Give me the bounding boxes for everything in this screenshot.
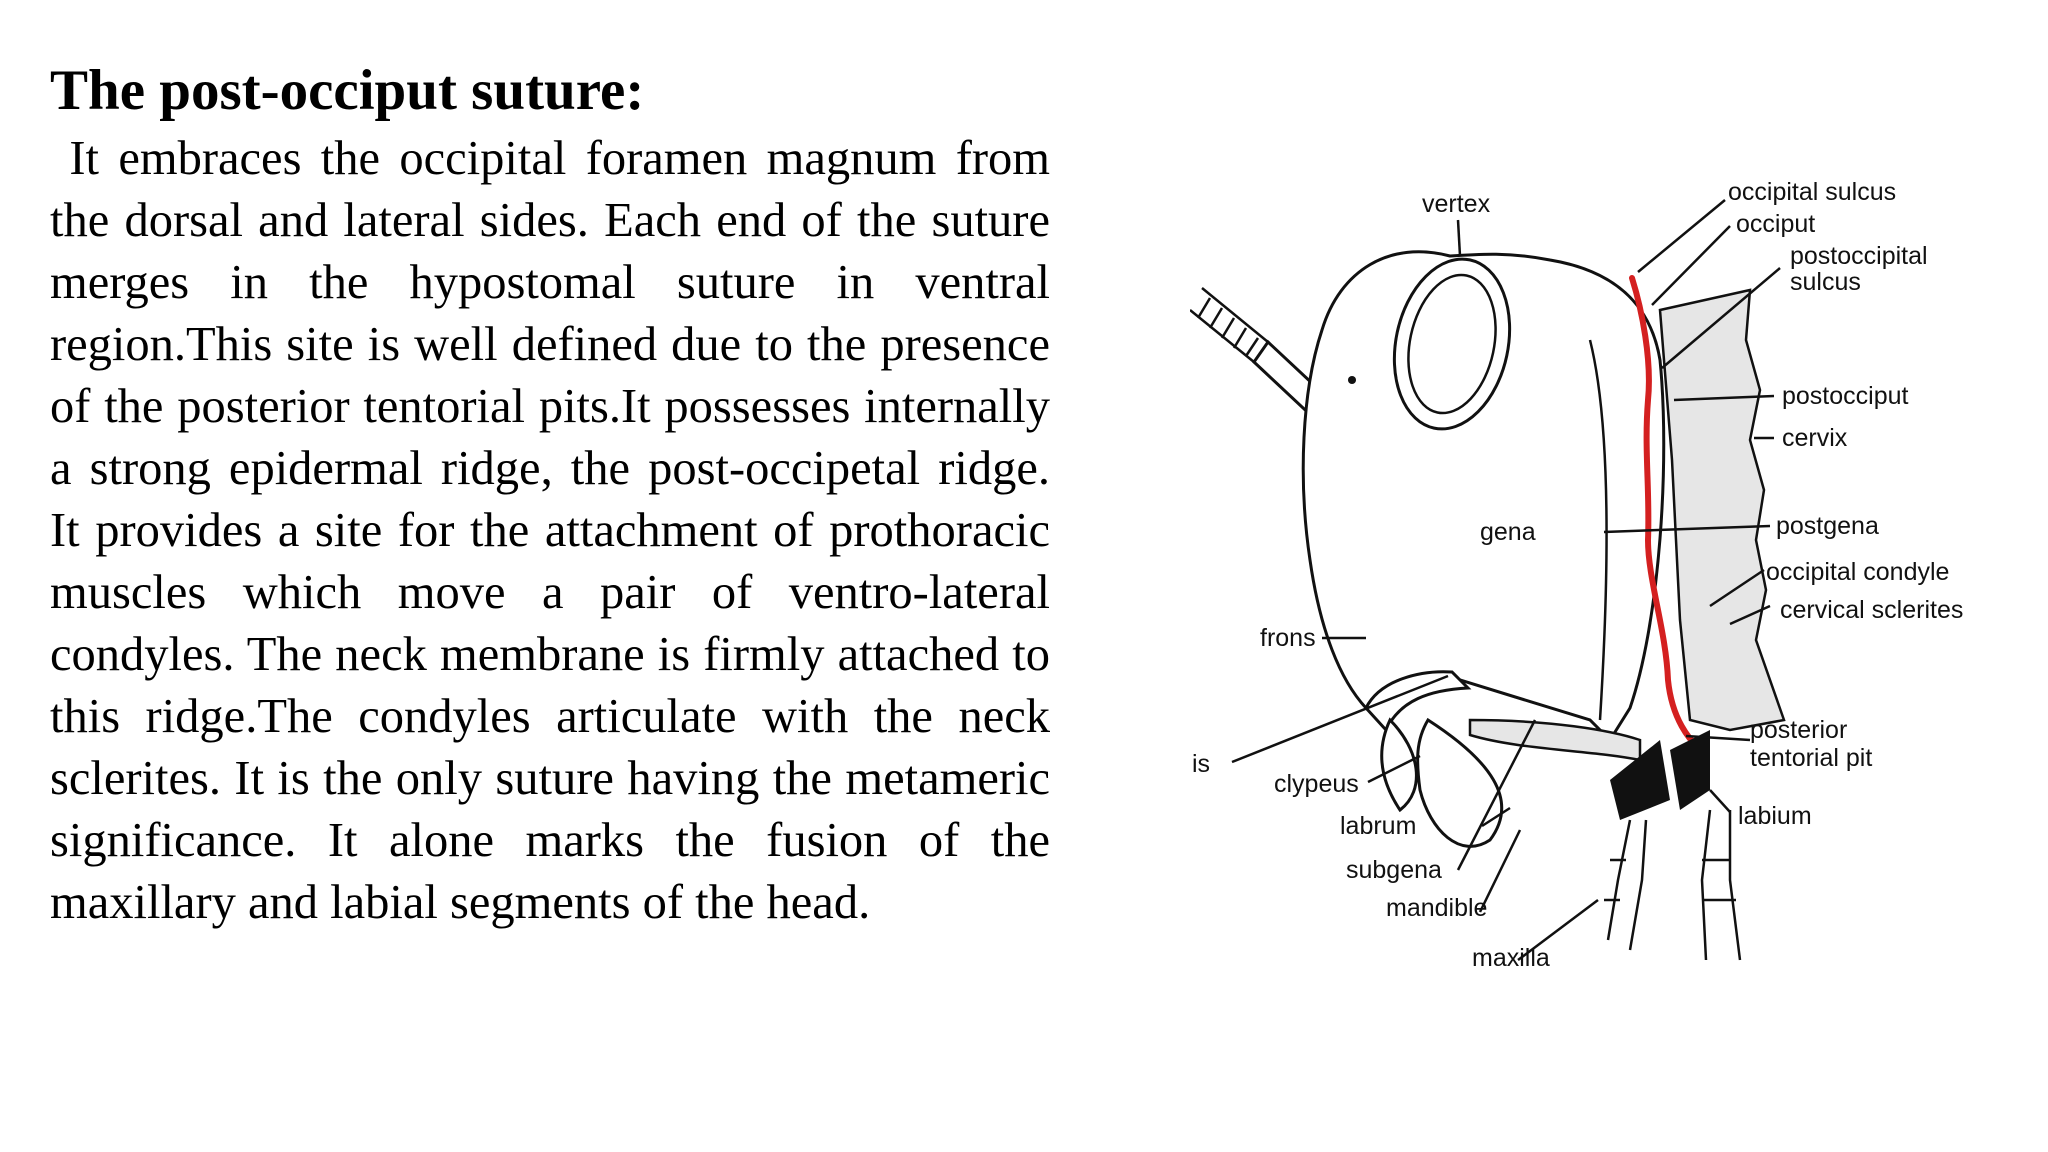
label-vertex: vertex <box>1422 190 1491 218</box>
label-tentorial-pit: tentorial pit <box>1750 744 1872 772</box>
label-sulcus: sulcus <box>1790 268 1861 296</box>
insect-head-diagram: vertex occipital sulcus occiput postocci… <box>1190 160 2030 1000</box>
leader-lines <box>1231 199 1781 961</box>
post-occipital-suture <box>1629 275 1703 753</box>
diagram-labels: vertex occipital sulcus occiput postocci… <box>1192 178 1963 972</box>
insect-head-svg: vertex occipital sulcus occiput postocci… <box>1190 178 1963 972</box>
label-occiput: occiput <box>1736 210 1815 238</box>
label-postoccipital: postoccipital <box>1790 242 1928 270</box>
label-subgena: subgena <box>1346 856 1442 884</box>
label-cervix: cervix <box>1782 424 1848 452</box>
label-occipital-condyle: occipital condyle <box>1766 558 1949 586</box>
label-mandible: mandible <box>1386 894 1487 922</box>
label-occipital-sulcus: occipital sulcus <box>1728 178 1896 206</box>
label-labium: labium <box>1738 802 1812 830</box>
label-gena: gena <box>1480 518 1536 546</box>
slide-body-text: It embraces the occipital foramen magnum… <box>50 132 1075 929</box>
slide-title: The post-occiput suture: <box>50 59 645 122</box>
label-maxilla: maxilla <box>1472 944 1550 972</box>
mouthparts <box>1364 670 1742 961</box>
postocciput-region <box>1658 288 1786 732</box>
label-postocciput: postocciput <box>1782 382 1909 410</box>
ocellus <box>1348 376 1356 384</box>
label-postgena: postgena <box>1776 512 1879 540</box>
label-posterior: posterior <box>1750 716 1847 744</box>
label-labrum: labrum <box>1340 812 1416 840</box>
label-frons: frons <box>1260 624 1316 652</box>
label-is: is <box>1192 750 1210 778</box>
label-clypeus: clypeus <box>1274 770 1359 798</box>
label-cervical-sclerites: cervical sclerites <box>1780 596 1963 624</box>
